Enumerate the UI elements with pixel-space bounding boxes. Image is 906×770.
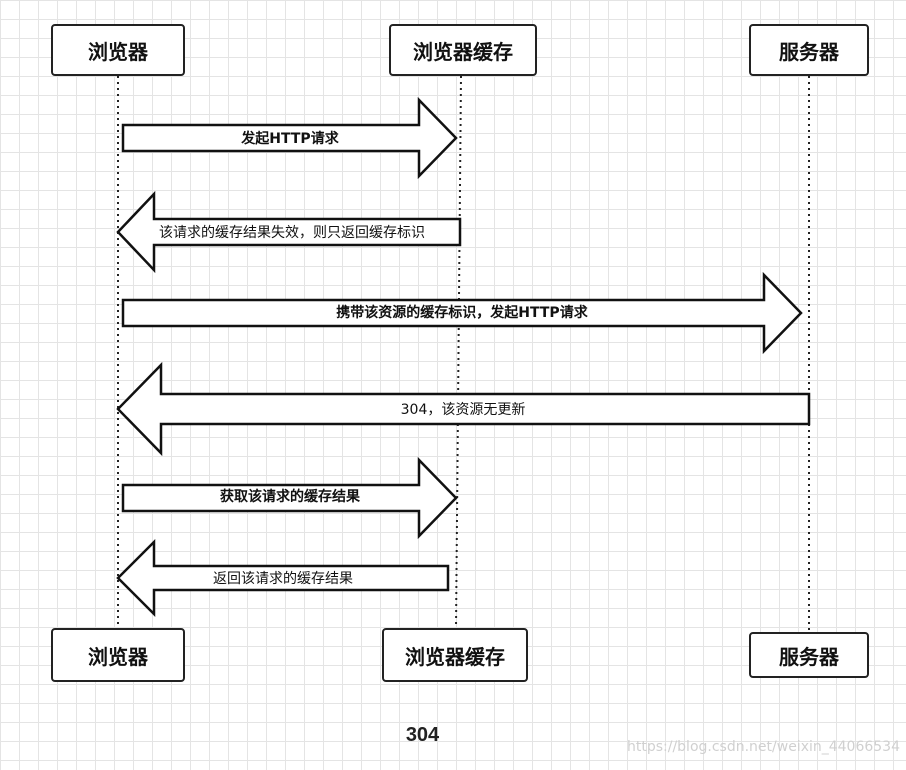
message-1-arrow — [121, 96, 458, 180]
diagram-caption: 304 — [405, 724, 440, 746]
message-6-arrow — [116, 538, 450, 618]
participant-browser-bottom: 浏览器 — [51, 628, 185, 682]
message-5-label: 获取该请求的缓存结果 — [220, 489, 360, 505]
participant-cache-top: 浏览器缓存 — [389, 24, 537, 76]
watermark: https://blog.csdn.net/weixin_44066534 — [626, 739, 900, 755]
message-2-arrow — [116, 190, 462, 274]
message-4-label: 304，该资源无更新 — [400, 402, 526, 418]
participant-server-top: 服务器 — [749, 24, 869, 76]
participant-server-bottom: 服务器 — [749, 632, 869, 678]
message-4-arrow — [116, 361, 811, 457]
message-2-label: 该请求的缓存结果失效，则只返回缓存标识 — [159, 225, 425, 241]
participant-cache-bottom: 浏览器缓存 — [382, 628, 528, 682]
message-5-arrow — [121, 456, 458, 540]
message-1-label: 发起HTTP请求 — [241, 131, 339, 147]
participant-browser-top: 浏览器 — [51, 24, 185, 76]
message-3-arrow — [121, 271, 803, 355]
message-6-label: 返回该请求的缓存结果 — [213, 571, 353, 587]
lifeline-cache — [455, 75, 462, 629]
message-3-label: 携带该资源的缓存标识，发起HTTP请求 — [336, 305, 588, 321]
